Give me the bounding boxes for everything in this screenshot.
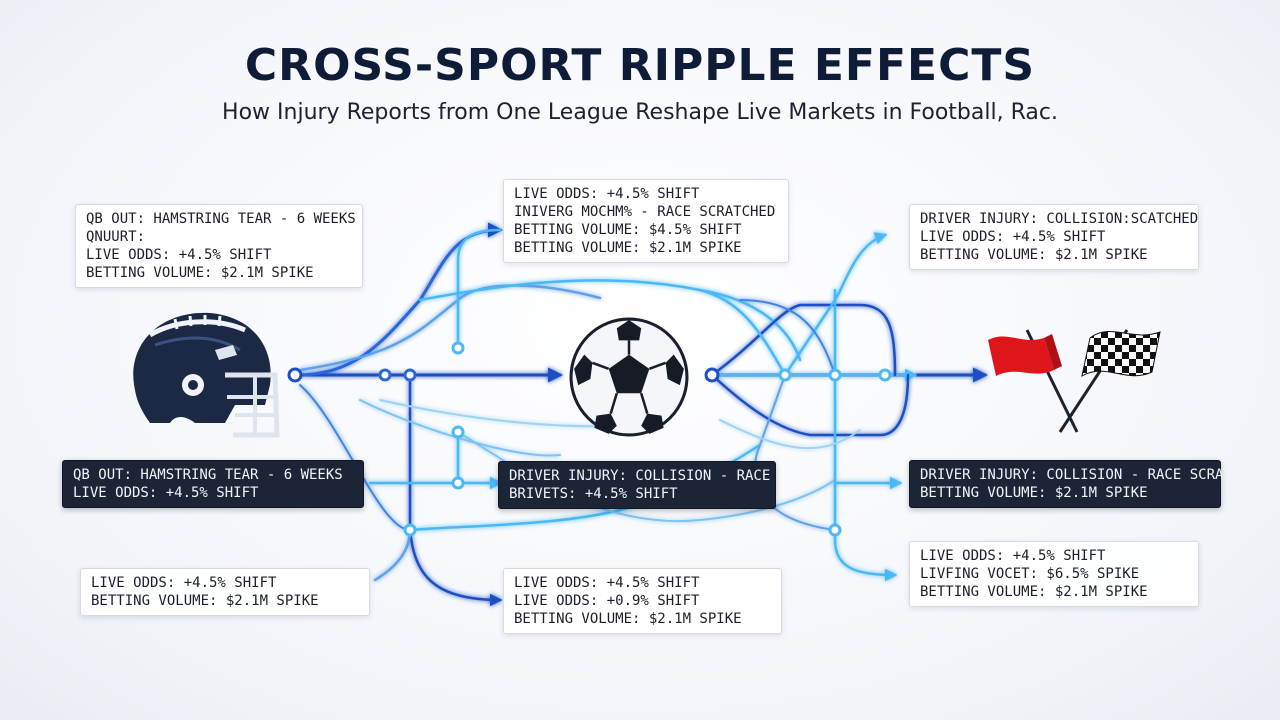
info-card-football-bottom: LIVE ODDS: +4.5% SHIFT BETTING VOLUME: $… [80, 568, 370, 616]
info-card-soccer-bottom: LIVE ODDS: +4.5% SHIFT LIVE ODDS: +0.9% … [503, 568, 782, 634]
info-card-racing-bottom: LIVE ODDS: +4.5% SHIFT LIVFING VOCET: $6… [909, 541, 1199, 607]
card-line: INIVERG MOCHM% - RACE SCRATCHED [514, 204, 776, 220]
card-line: LIVE ODDS: +4.5% SHIFT [920, 548, 1106, 564]
flow-line [833, 288, 903, 490]
info-card-football-top: QB OUT: HAMSTRING TEAR - 6 WEEKS QNUURT:… [75, 204, 363, 288]
flow-line [833, 481, 898, 582]
card-line: BETTING VOLUME: $2.1M SPIKE [920, 247, 1148, 263]
card-line: BETTING VOLUME: $4.5% SHIFT [514, 222, 742, 238]
flow-node [451, 476, 465, 490]
info-card-football-mid: QB OUT: HAMSTRING TEAR - 6 WEEKS LIVE OD… [62, 460, 364, 508]
page-title: CROSS-SPORT RIPPLE EFFECTS [244, 40, 1036, 91]
card-line: LIVFING VOCET: $6.5% SPIKE [920, 566, 1140, 582]
card-line: BETTING VOLUME: $2.1M SPIKE [920, 485, 1148, 501]
flow-node [451, 341, 465, 355]
card-line: QB OUT: HAMSTRING TEAR - 6 WEEKS [73, 467, 343, 483]
flow-node [878, 368, 892, 382]
flow-node [828, 368, 842, 382]
flow-line [299, 384, 411, 531]
flow-line [298, 284, 602, 372]
flow-line [373, 528, 412, 582]
flow-node [704, 367, 720, 383]
card-line: BETTING VOLUME: $2.1M SPIKE [86, 265, 314, 281]
card-line: LIVE ODDS: +4.5% SHIFT [86, 247, 272, 263]
card-line: BETTING VOLUME: $2.1M SPIKE [514, 240, 742, 256]
racing-flags-icon [988, 329, 1161, 433]
flow-line [456, 228, 502, 350]
flow-line [739, 299, 836, 376]
card-line: QB OUT: HAMSTRING TEAR - 6 WEEKS [86, 211, 356, 227]
flow-node [287, 367, 303, 383]
flow-node [451, 425, 465, 439]
info-card-soccer-top: LIVE ODDS: +4.5% SHIFT INIVERG MOCHM% - … [503, 179, 789, 263]
card-line: BRIVETS: +4.5% SHIFT [509, 486, 678, 502]
flow-line [418, 279, 802, 362]
info-card-soccer-mid: DRIVER INJURY: COLLISION - RACE BRIVETS:… [498, 461, 776, 509]
flow-node [828, 523, 842, 537]
card-line: LIVE ODDS: +0.9% SHIFT [514, 593, 700, 609]
flow-line [719, 419, 861, 450]
football-helmet-icon [133, 312, 280, 438]
info-card-racing-top: DRIVER INJURY: COLLISION:SCATCHED LIVE O… [909, 204, 1199, 270]
soccer-ball-icon [569, 317, 689, 437]
info-card-racing-mid: DRIVER INJURY: COLLISION - RACE SCRATCHE… [909, 460, 1266, 508]
card-line: DRIVER INJURY: COLLISION - RACE SCRATCHE… [920, 467, 1266, 483]
flow-node [403, 368, 417, 382]
card-line: LIVE ODDS: +4.5% SHIFT [920, 229, 1106, 245]
card-line: LIVE ODDS: +4.5% SHIFT [514, 186, 700, 202]
card-line: DRIVER INJURY: COLLISION:SCATCHED [920, 211, 1199, 227]
flow-node [778, 368, 792, 382]
card-line: QNUURT: [86, 229, 146, 245]
page-subtitle: How Injury Reports from One League Resha… [222, 100, 1058, 125]
card-line: BETTING VOLUME: $2.1M SPIKE [91, 593, 319, 609]
flow-node [378, 368, 392, 382]
card-line: LIVE ODDS: +4.5% SHIFT [514, 575, 700, 591]
flow-line [710, 373, 910, 437]
card-line: BETTING VOLUME: $2.1M SPIKE [920, 584, 1148, 600]
card-line: BETTING VOLUME: $2.1M SPIKE [514, 611, 742, 627]
flow-line [710, 303, 897, 377]
flow-line [359, 399, 561, 457]
flow-line [698, 288, 787, 377]
card-line: LIVE ODDS: +4.5% SHIFT [91, 575, 277, 591]
card-line: LIVE ODDS: +4.5% SHIFT [73, 485, 259, 501]
flow-node [403, 523, 417, 537]
card-line: DRIVER INJURY: COLLISION - RACE [509, 468, 771, 484]
